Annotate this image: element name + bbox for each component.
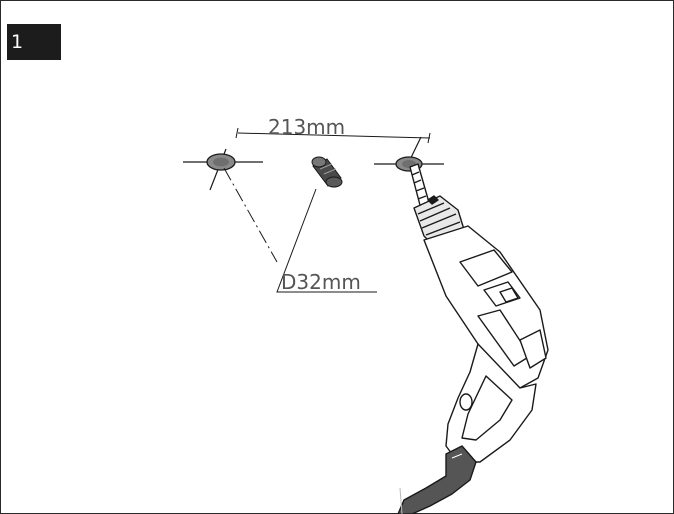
wall-plug-icon (311, 156, 343, 188)
spacing-dimension: 213mm (235, 115, 431, 144)
step-number-badge: 1 (7, 24, 61, 60)
diameter-label: D32mm (281, 270, 361, 294)
hole-axis-line (223, 167, 278, 263)
spacing-label: 213mm (268, 115, 345, 139)
left-hole-marker (183, 148, 263, 191)
right-hole-marker (374, 136, 444, 172)
diameter-dimension: D32mm (276, 188, 377, 294)
power-drill-icon (397, 163, 549, 514)
